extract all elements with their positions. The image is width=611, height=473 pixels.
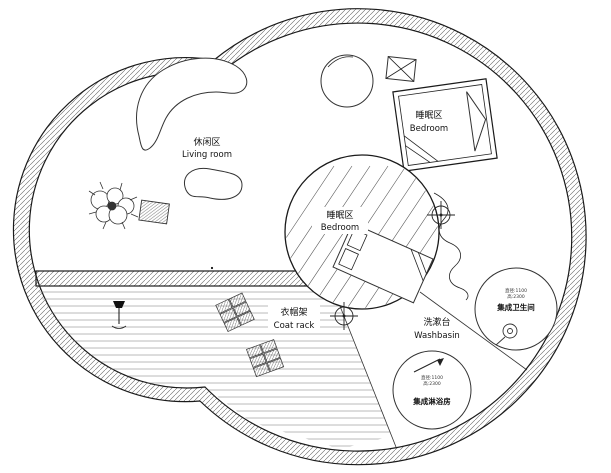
curtain-line: [433, 192, 469, 301]
bathroom-circle: [474, 267, 558, 351]
drain-symbol: [495, 323, 518, 346]
label-bedroom-center: 睡眠区 Bedroom: [312, 207, 368, 234]
svg-text:Living room: Living room: [182, 150, 232, 160]
partition-wall: [35, 270, 333, 287]
svg-text:直径:1100: 直径:1100: [505, 287, 527, 294]
svg-text:Washbasin: Washbasin: [414, 331, 460, 341]
svg-text:Bedroom: Bedroom: [410, 124, 448, 134]
center-bed: [332, 222, 434, 304]
svg-text:高:2300: 高:2300: [423, 380, 441, 387]
vent-window-symbol: [385, 56, 417, 82]
coat-rack-cluster-1: [215, 292, 255, 333]
zone-divider-lines: [331, 285, 528, 448]
svg-text:衣帽架: 衣帽架: [280, 306, 307, 318]
bedroom-top-bed: [392, 78, 498, 172]
outer-wall: [12, 8, 587, 466]
svg-text:Coat rack: Coat rack: [274, 321, 315, 331]
svg-text:高:2300: 高:2300: [507, 293, 525, 300]
svg-text:集成卫生间: 集成卫生间: [496, 302, 535, 312]
svg-text:睡眠区: 睡眠区: [326, 209, 353, 221]
column-marker-bottom: [330, 302, 358, 330]
dot-marker: [210, 266, 214, 270]
coat-rack-cluster-2: [246, 339, 285, 378]
label-bathroom: 直径:1100 高:2300 集成卫生间: [496, 287, 535, 312]
label-washbasin: 洗漱台 Washbasin: [414, 316, 460, 341]
label-coat-rack: 衣帽架 Coat rack: [268, 304, 320, 331]
svg-text:Bedroom: Bedroom: [321, 223, 359, 233]
svg-text:洗漱台: 洗漱台: [423, 316, 450, 328]
shower-circle: [392, 350, 472, 430]
label-shower: 直径:1100 高:2300 集成淋浴房: [412, 374, 451, 406]
divider-line-washbasin: [419, 291, 528, 371]
svg-text:集成淋浴房: 集成淋浴房: [412, 396, 451, 406]
label-bedroom-top: 睡眠区 Bedroom: [410, 109, 448, 134]
svg-text:休闲区: 休闲区: [193, 136, 220, 148]
svg-text:睡眠区: 睡眠区: [415, 109, 442, 121]
plant: [88, 181, 139, 230]
living-room-sofa: [136, 57, 248, 151]
divider-line-entry: [331, 285, 397, 448]
floor-lamp-icon: [111, 301, 127, 329]
side-table-circle: [320, 54, 374, 108]
stool: [138, 199, 170, 225]
coffee-table: [184, 167, 243, 200]
direction-arrow-icon: [413, 358, 444, 373]
label-living-room: 休闲区 Living room: [182, 136, 232, 160]
svg-text:直径:1100: 直径:1100: [421, 374, 443, 381]
